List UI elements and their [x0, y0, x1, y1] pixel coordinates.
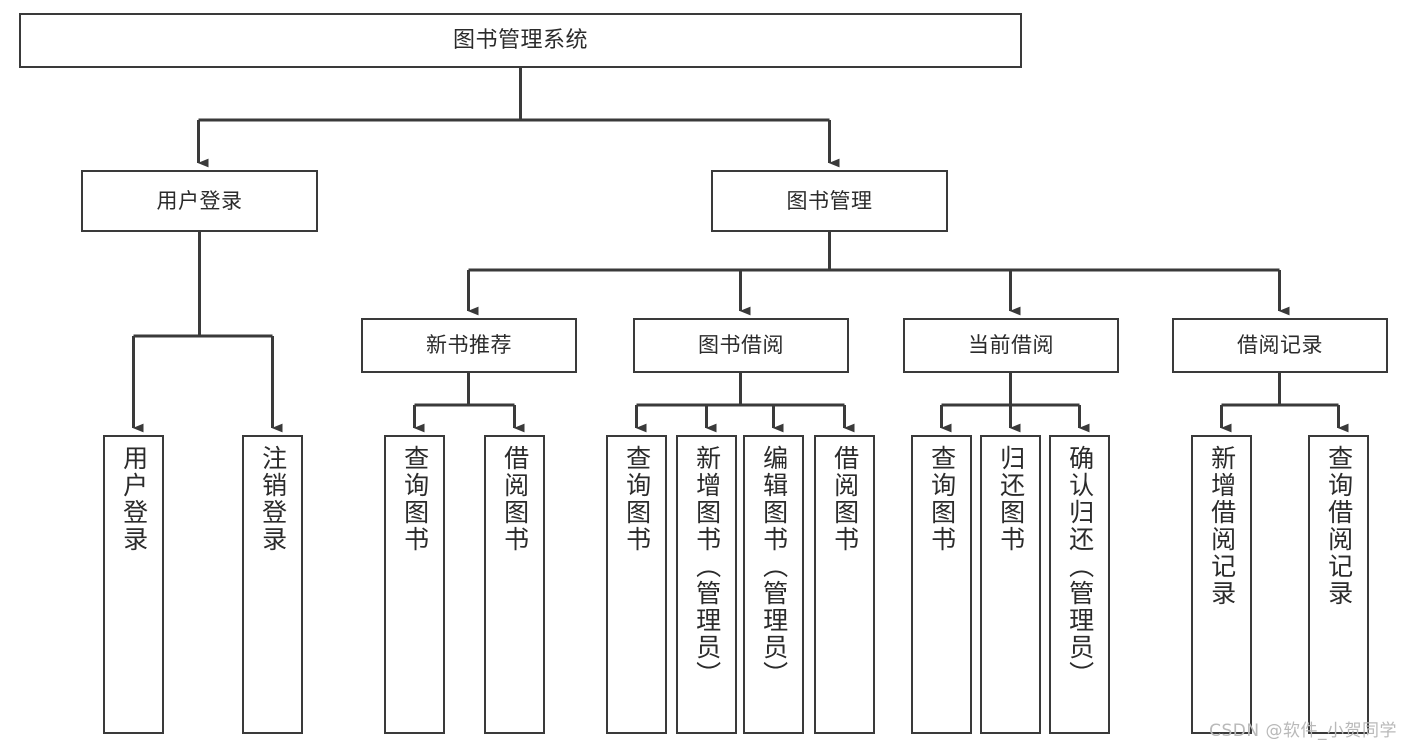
leaf-new-book-borrow[interactable]: 借阅图书	[484, 435, 545, 734]
node-label: 查询图书	[927, 445, 957, 553]
node-label: 用户登录	[156, 188, 243, 213]
node-label: 借阅图书	[830, 445, 860, 553]
leaf-current-borrow-confirm-admin[interactable]: 确认归还（管理员）	[1049, 435, 1110, 734]
node-label: 归还图书	[996, 445, 1026, 553]
node-label: 借阅记录	[1237, 333, 1323, 358]
node-label: 图书管理	[786, 188, 873, 213]
node-label: 查询借阅记录	[1324, 445, 1354, 607]
node-label: 图书管理系统	[452, 27, 588, 53]
node-label: 借阅图书	[500, 445, 530, 553]
leaf-user-login-logout[interactable]: 注销登录	[242, 435, 303, 734]
node-new-book-recommend[interactable]: 新书推荐	[361, 318, 577, 373]
leaf-borrow-record-add[interactable]: 新增借阅记录	[1191, 435, 1252, 734]
node-label: 图书借阅	[698, 333, 784, 358]
node-root-book-management-system[interactable]: 图书管理系统	[19, 13, 1022, 68]
node-label: 查询图书	[400, 445, 430, 553]
node-label: 新增借阅记录	[1207, 445, 1237, 607]
leaf-book-borrow-borrow[interactable]: 借阅图书	[814, 435, 875, 734]
node-book-borrow[interactable]: 图书借阅	[633, 318, 849, 373]
node-label: 编辑图书（管理员）	[759, 445, 789, 688]
leaf-book-borrow-add-admin[interactable]: 新增图书（管理员）	[676, 435, 737, 734]
leaf-user-login-login[interactable]: 用户登录	[103, 435, 164, 734]
leaf-new-book-query[interactable]: 查询图书	[384, 435, 445, 734]
node-user-login[interactable]: 用户登录	[81, 170, 318, 232]
node-label: 注销登录	[258, 445, 288, 553]
node-borrow-record[interactable]: 借阅记录	[1172, 318, 1388, 373]
leaf-borrow-record-query[interactable]: 查询借阅记录	[1308, 435, 1369, 734]
node-label: 当前借阅	[968, 333, 1054, 358]
node-label: 新增图书（管理员）	[692, 445, 722, 688]
leaf-current-borrow-return[interactable]: 归还图书	[980, 435, 1041, 734]
node-label: 用户登录	[119, 445, 149, 553]
node-label: 查询图书	[622, 445, 652, 553]
leaf-book-borrow-edit-admin[interactable]: 编辑图书（管理员）	[743, 435, 804, 734]
leaf-book-borrow-query[interactable]: 查询图书	[606, 435, 667, 734]
node-book-management[interactable]: 图书管理	[711, 170, 948, 232]
leaf-current-borrow-query[interactable]: 查询图书	[911, 435, 972, 734]
node-label: 新书推荐	[426, 333, 512, 358]
node-current-borrow[interactable]: 当前借阅	[903, 318, 1119, 373]
node-label: 确认归还（管理员）	[1065, 445, 1095, 688]
